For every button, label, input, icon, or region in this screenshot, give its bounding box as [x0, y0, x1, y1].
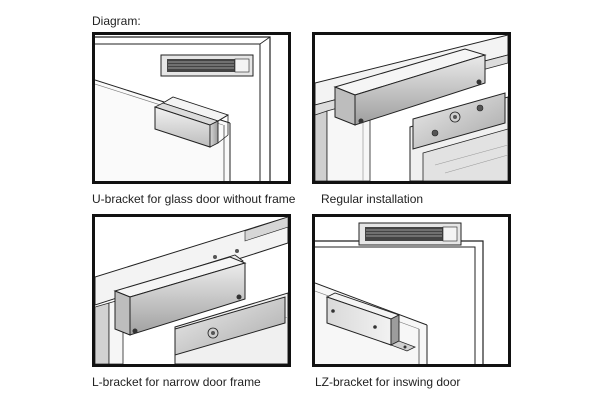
caption-l-bracket: L-bracket for narrow door frame [92, 375, 261, 389]
lz-bracket-illustration [315, 222, 484, 364]
u-bracket-illustration [95, 36, 271, 181]
armature-plate [174, 296, 286, 356]
caption-regular-installation: Regular installation [321, 192, 424, 206]
panel-l-bracket [92, 214, 291, 367]
magnetic-lock [160, 54, 254, 77]
armature-plate [412, 92, 506, 150]
magnetic-lock [358, 222, 462, 246]
panel-lz-bracket [312, 214, 511, 367]
caption-lz-bracket: LZ-bracket for inswing door [315, 375, 461, 389]
caption-u-bracket: U-bracket for glass door without frame [92, 192, 296, 206]
panel-regular-installation [312, 32, 511, 184]
magnetic-lock [333, 48, 487, 126]
u-bracket [153, 96, 230, 148]
regular-installation-illustration [315, 35, 508, 181]
panel-u-bracket [92, 32, 291, 184]
lz-bracket [325, 292, 416, 352]
l-bracket-illustration [95, 217, 288, 364]
diagram-title: Diagram: [92, 14, 141, 28]
magnetic-lock [113, 256, 247, 336]
